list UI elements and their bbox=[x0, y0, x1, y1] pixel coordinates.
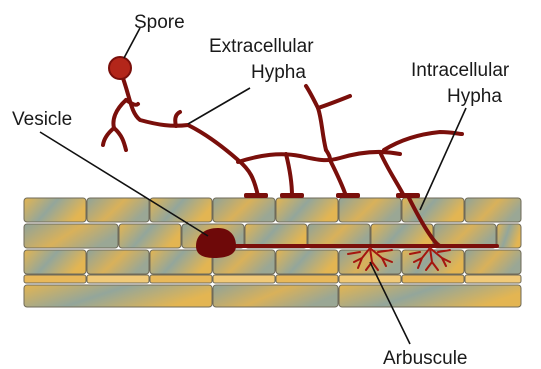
appressorium bbox=[336, 193, 360, 198]
root-cell bbox=[213, 198, 275, 222]
extracellular-hypha bbox=[103, 70, 462, 196]
arbuscule-label: Arbuscule bbox=[383, 348, 468, 369]
root-cell-layer bbox=[24, 198, 521, 307]
extracellular-label-line2: Hypha bbox=[251, 62, 306, 83]
root-cell bbox=[465, 250, 521, 274]
intracellular-leader bbox=[420, 108, 466, 210]
root-cell bbox=[87, 198, 149, 222]
root-cell bbox=[24, 285, 212, 307]
root-cell bbox=[276, 250, 338, 274]
root-cell bbox=[24, 275, 86, 283]
extracellular-leader bbox=[188, 88, 250, 124]
root-cell bbox=[24, 224, 118, 248]
spore-label: Spore bbox=[134, 12, 185, 33]
extracellular-label-line1: Extracellular bbox=[209, 36, 314, 57]
root-cell bbox=[87, 275, 149, 283]
vesicle-label: Vesicle bbox=[12, 109, 72, 130]
intracellular-label-line2: Hypha bbox=[447, 86, 502, 107]
root-cell bbox=[402, 275, 464, 283]
root-cell bbox=[339, 285, 521, 307]
root-cell bbox=[465, 275, 521, 283]
root-cell bbox=[276, 198, 338, 222]
spore bbox=[109, 57, 131, 79]
root-cell bbox=[497, 224, 521, 248]
root-cell bbox=[276, 275, 338, 283]
root-cell bbox=[24, 198, 86, 222]
root-cell bbox=[213, 285, 338, 307]
root-cell bbox=[24, 250, 86, 274]
appressorium bbox=[280, 193, 304, 198]
root-cell bbox=[339, 198, 401, 222]
root-cell bbox=[213, 275, 275, 283]
intracellular-label-line1: Intracellular bbox=[411, 60, 510, 81]
root-cell bbox=[339, 275, 401, 283]
appressorium bbox=[244, 193, 268, 198]
root-cell bbox=[87, 250, 149, 274]
root-cell bbox=[150, 275, 212, 283]
root-cell bbox=[119, 224, 181, 248]
appressoria bbox=[244, 193, 420, 198]
root-cell bbox=[465, 198, 521, 222]
